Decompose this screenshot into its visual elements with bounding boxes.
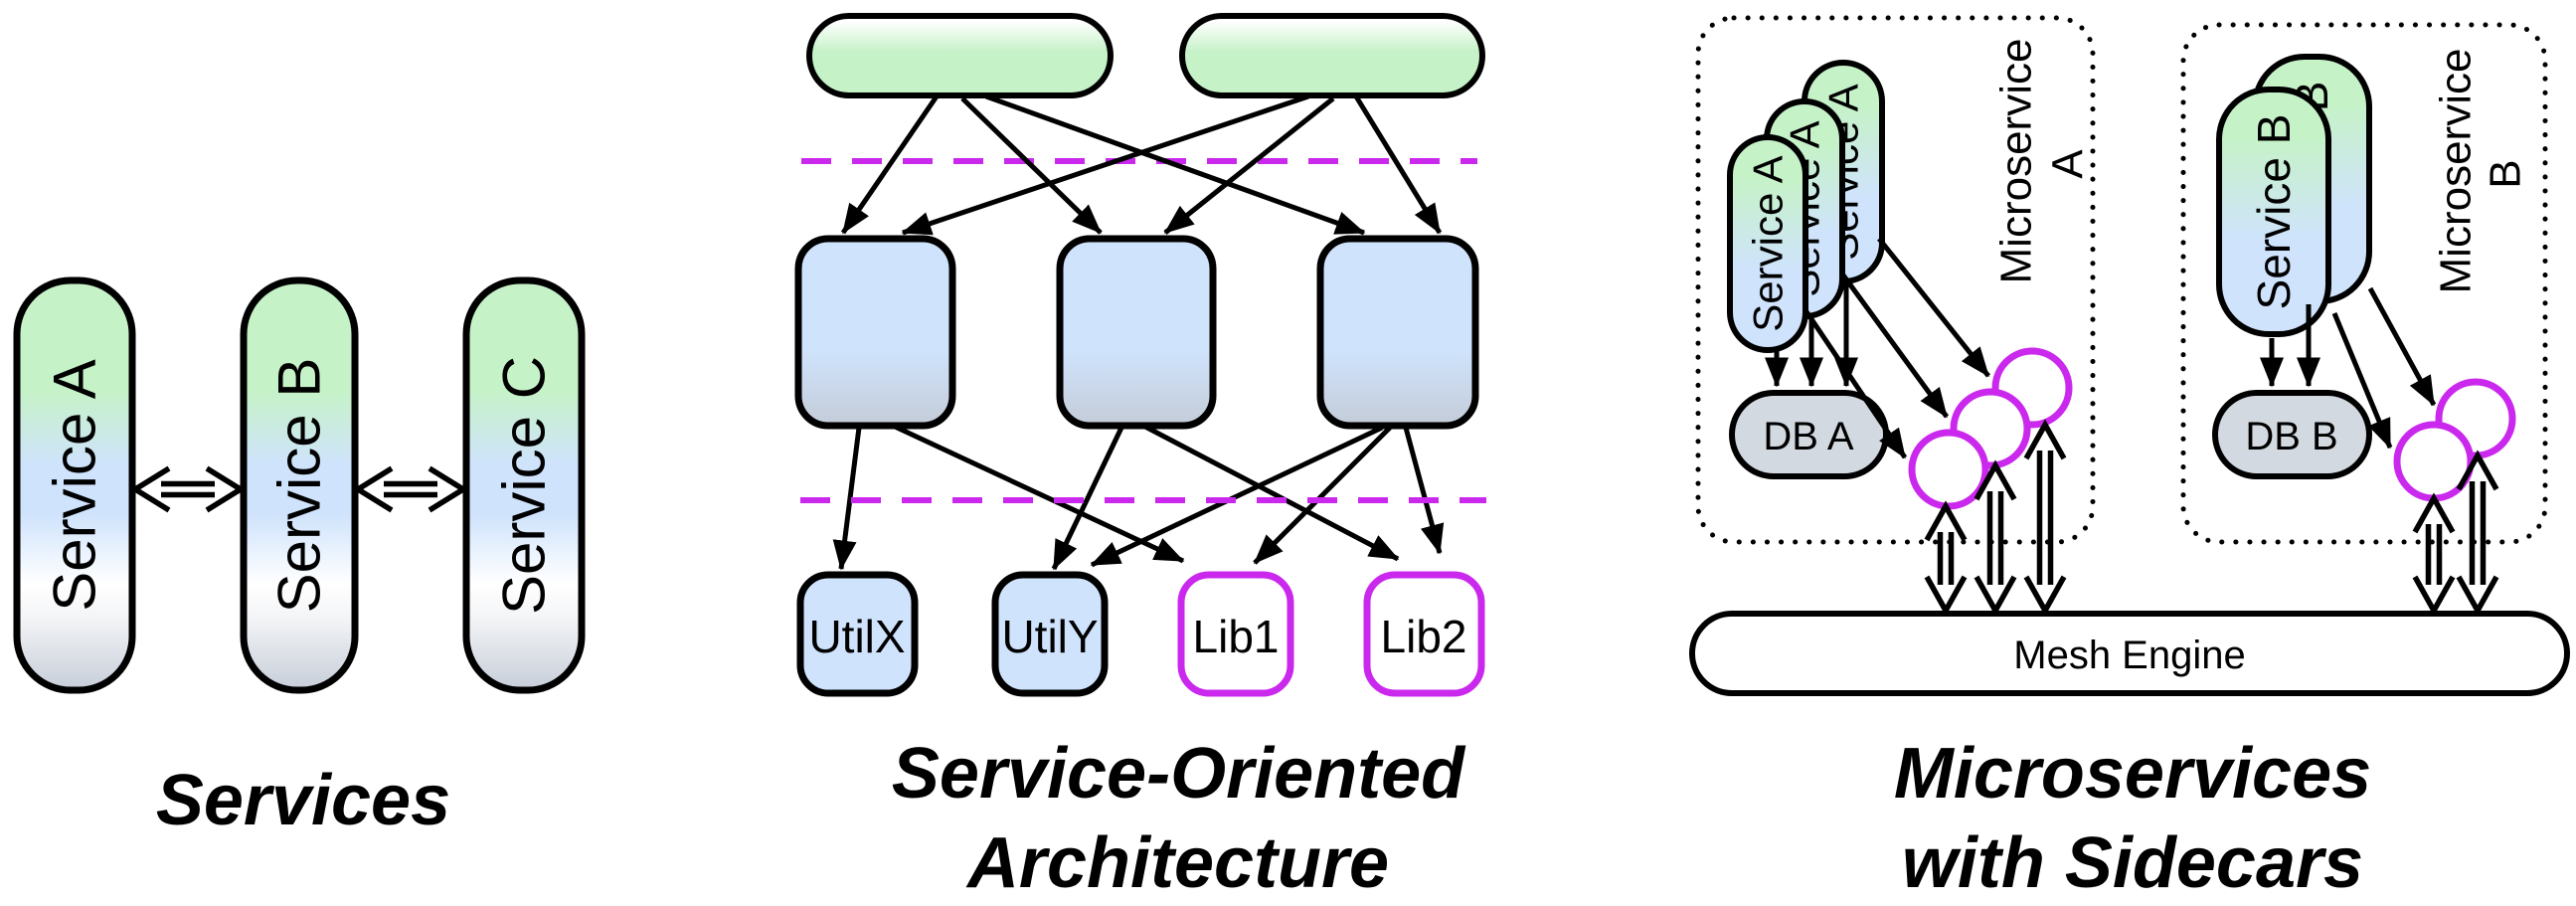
double-arrow-a-b [129, 465, 247, 513]
microservice-b-boundary [2180, 22, 2548, 545]
soa-top-arrows [840, 93, 1443, 236]
service-b-replica-1 [2216, 87, 2331, 337]
service-a-label: Service A [42, 359, 108, 611]
utily-label: UtilY [1001, 611, 1098, 662]
services-title: Services [156, 761, 450, 840]
service-b-node [240, 276, 359, 694]
service-a-node [13, 276, 136, 694]
panel-services: Service A Service B Service C Services [13, 276, 586, 840]
service-b-db-arrows [2260, 304, 2320, 388]
panel-soa: UtilX UtilY Lib1 Lib2 Service-Oriented A… [794, 13, 1486, 903]
soa-top-service-1 [806, 13, 1114, 98]
service-a-replica-1-label: Service A [1745, 155, 1792, 331]
service-a-sidecar-arrows [1803, 237, 1990, 459]
soa-mid-service-3 [1316, 235, 1479, 430]
utily-node [991, 571, 1109, 697]
service-b-label: Service B [266, 358, 333, 614]
microservices-title-line1: Microservices [1894, 734, 2371, 814]
service-c-label: Service C [491, 356, 558, 615]
soa-mid-service-2 [1056, 235, 1217, 430]
service-b-sidecar-arrows [2331, 286, 2437, 450]
service-b-replica-1-label: Service B [2248, 114, 2300, 310]
soa-title-line2: Architecture [965, 823, 1389, 903]
sidecar-a-1 [1908, 429, 1989, 510]
microservice-a-label-line1: Microservice [1992, 39, 2041, 284]
double-arrow-b-c [352, 465, 469, 513]
soa-bottom-arrows [832, 423, 1445, 571]
microservice-b-label-line2: B [2482, 159, 2530, 188]
utilx-node [796, 571, 919, 697]
soa-mid-service-1 [794, 235, 956, 430]
microservice-a-boundary [1695, 15, 2096, 545]
utilx-label: UtilX [808, 611, 905, 662]
db-b-label: DB B [2245, 415, 2337, 458]
lib2-node [1363, 571, 1485, 697]
soa-title-line1: Service-Oriented [892, 734, 1466, 814]
microservices-title-line2: with Sidecars [1902, 823, 2363, 903]
mesh-engine-label: Mesh Engine [2013, 634, 2245, 677]
panel-microservices: Service A Service A Service A DB A [1689, 15, 2570, 903]
lib2-label: Lib2 [1381, 611, 1467, 662]
soa-top-service-2 [1179, 13, 1485, 98]
microservice-b-label-line1: Microservice [2432, 49, 2481, 294]
lib1-node [1177, 571, 1294, 697]
lib1-label: Lib1 [1193, 611, 1280, 662]
service-c-node [462, 276, 586, 694]
microservice-a-label-line2: A [2044, 149, 2093, 179]
mesh-engine-node [1689, 611, 2570, 696]
db-a-label: DB A [1763, 415, 1853, 458]
service-a-replica-1 [1727, 134, 1808, 353]
